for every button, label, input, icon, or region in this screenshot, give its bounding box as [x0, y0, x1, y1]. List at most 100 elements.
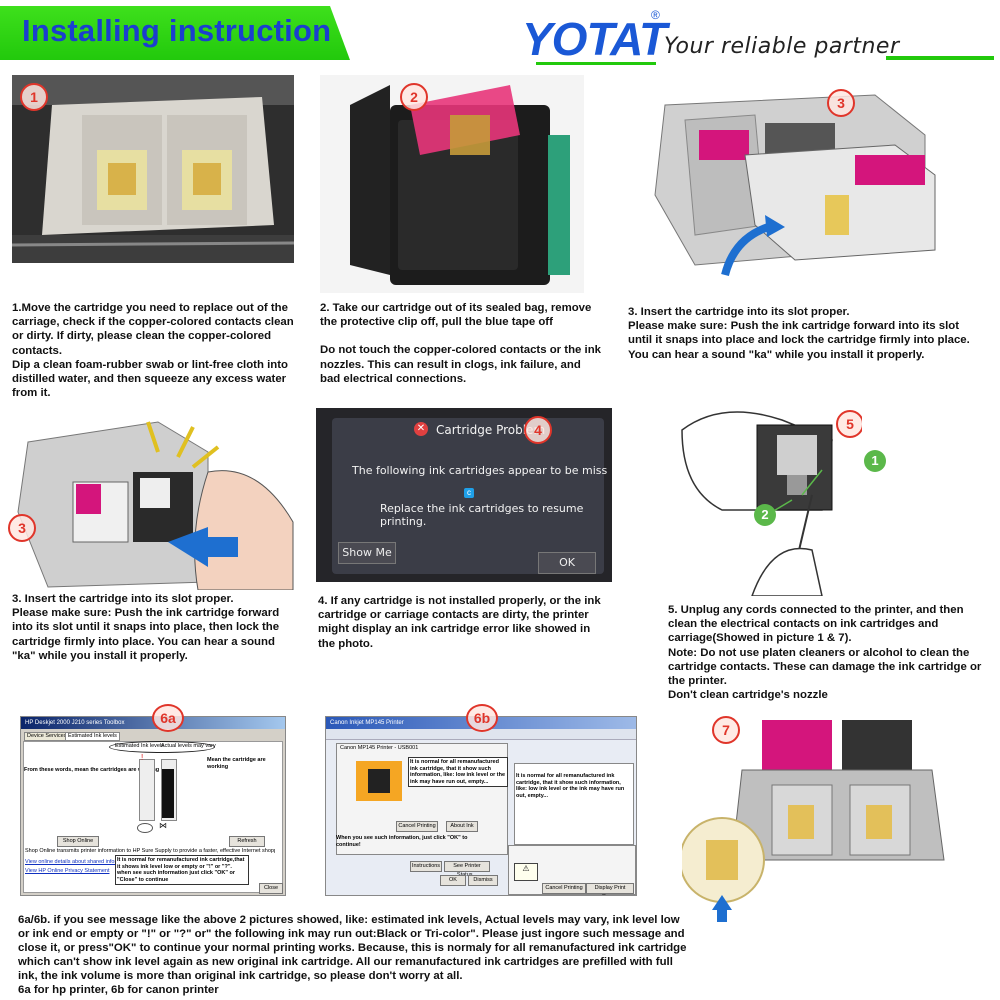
- error-title: Cartridge Problem: [436, 423, 546, 437]
- step-badge: 2: [400, 83, 428, 111]
- dismiss-button[interactable]: Dismiss: [468, 875, 498, 886]
- caption-line: 4. If any cartridge is not installed pro…: [318, 595, 601, 607]
- caption-line: until it snaps into place and lock the c…: [628, 334, 970, 347]
- shared-info-link[interactable]: View online details about shared informa…: [25, 859, 133, 865]
- shop-online-button[interactable]: Shop Online: [57, 836, 99, 847]
- shop-online-text: Shop Online transmits printer informatio…: [25, 848, 275, 854]
- caption-line: 5. Unplug any cords connected to the pri…: [668, 604, 964, 616]
- tab-device-services[interactable]: Device Services: [24, 732, 70, 741]
- logo-underline: [536, 62, 656, 65]
- privacy-link[interactable]: View HP Online Privacy Statement: [25, 868, 110, 874]
- ink-level-tri: [139, 759, 155, 821]
- printer-status-button[interactable]: See Printer Status...: [444, 861, 490, 878]
- note-right: Mean the cartridge are working: [207, 757, 266, 770]
- screenshot-canon-status: Canon Inkjet MP145 Printer Canon MP145 P…: [325, 716, 637, 896]
- title-banner: [0, 6, 350, 60]
- about-ink-button[interactable]: About Ink: [446, 821, 478, 832]
- caption-line: Note: Do not use platen cleaners or alco…: [668, 646, 970, 659]
- caption-line: into its slot until it snaps into place,…: [12, 621, 280, 634]
- toolbar: [326, 729, 636, 740]
- caption-line: nozzles. This can result in clogs, ink f…: [320, 358, 581, 371]
- caption-line: 1.Move the cartridge you need to replace…: [12, 302, 288, 314]
- ok-button[interactable]: OK: [538, 552, 596, 574]
- cartridge-status-icon: ⚠: [514, 863, 538, 881]
- close-button[interactable]: Close: [259, 883, 283, 894]
- caption-step-5: 5. Unplug any cords connected to the pri…: [668, 603, 998, 702]
- caption-step-3b: 3. Insert the cartridge into its slot pr…: [12, 592, 312, 663]
- brand-logo: YOTAT: [522, 12, 682, 65]
- caption-line: or dirty. If dirty, please clean the cop…: [12, 330, 272, 343]
- caption-line: from it.: [12, 387, 51, 400]
- show-me-button[interactable]: Show Me: [338, 542, 396, 564]
- caption-line: the protective clip off, pull the blue t…: [320, 316, 553, 329]
- left-note: When you see such information, just clic…: [336, 835, 468, 848]
- caption-step-6: 6a/6b. if you see message like the above…: [18, 913, 738, 997]
- caption-line: which can't show ink level again as new …: [18, 956, 673, 968]
- printer-cartridge-graphic: [368, 769, 390, 793]
- caption-step-3: 3. Insert the cartridge into its slot pr…: [628, 305, 998, 362]
- error-icon: ✕: [414, 422, 428, 436]
- tri-color-icon: [137, 823, 153, 833]
- caption-line: close it, or press"OK" to continue your …: [18, 942, 687, 954]
- callout-1-outer: 1: [864, 450, 886, 472]
- step-badge-6b: 6b: [466, 704, 498, 732]
- push-illustration: [17, 421, 294, 590]
- ink-level-black: [162, 769, 174, 818]
- step-badge-6a: 6a: [152, 704, 184, 732]
- note-box: It is normal for remanufactured ink cart…: [115, 855, 249, 885]
- error-message: The following ink cartridges appear to b…: [352, 464, 608, 477]
- caption-line: clean the electrical contacts on ink car…: [668, 618, 939, 631]
- step-badge: 5: [836, 410, 862, 438]
- warning-icon: !: [141, 753, 144, 762]
- caption-line: carriage(Showed in picture 1 & 7).: [668, 632, 852, 645]
- caption-line: Dip a clean foam-rubber swab or lint-fre…: [12, 358, 288, 371]
- photo-carriage-contacts: 1: [12, 75, 294, 263]
- photo-cartridge-unpacked: 2: [320, 75, 584, 293]
- popup-cancel-button[interactable]: Cancel Printing: [542, 883, 586, 894]
- step-badge: 3: [827, 89, 855, 117]
- step-badge: 1: [20, 83, 48, 111]
- ink-warning-panel: [514, 763, 634, 845]
- ok-button[interactable]: OK: [440, 875, 466, 886]
- step-badge: 3: [8, 514, 36, 542]
- insert-illustration: [654, 94, 936, 277]
- caption-line: 3. Insert the cartridge into its slot pr…: [12, 593, 234, 605]
- callout-2: 2: [754, 504, 776, 526]
- error-instruction: Replace the ink cartridges to resume pri…: [380, 502, 584, 528]
- caption-line: distilled water, and then squeeze any ex…: [12, 373, 287, 386]
- caption-line: carriage, check if the copper-colored co…: [12, 316, 294, 329]
- highlight-oval: [109, 741, 215, 753]
- illustration-carriage-contacts: 7: [682, 710, 950, 922]
- caption-line: cartridge firmly into place. You can hea…: [12, 635, 275, 648]
- illustration-push-cartridge: 3: [8, 412, 300, 590]
- caption-line: the photo.: [318, 637, 374, 650]
- tab-estimated-ink[interactable]: Estimated Ink levels: [65, 732, 120, 741]
- caption-line: You can hear a sound "ka" while you inst…: [628, 348, 925, 361]
- registered-mark: ®: [651, 8, 660, 22]
- cancel-printing-button[interactable]: Cancel Printing: [396, 821, 438, 832]
- caption-line: 3. Insert the cartridge into its slot pr…: [628, 306, 850, 318]
- caption-line: 6a for hp printer, 6b for canon printer: [18, 984, 219, 996]
- step-badge: 4: [524, 416, 552, 444]
- cartridge-photo: [320, 75, 584, 293]
- tagline: Your reliable partner: [664, 34, 900, 59]
- cyan-cartridge-icon: c: [464, 488, 474, 498]
- illustration-insert-cartridge: 3: [625, 75, 945, 287]
- caption-step-2: 2. Take our cartridge out of its sealed …: [320, 301, 620, 386]
- instructions-button[interactable]: Instructions: [410, 861, 442, 872]
- display-queue-button[interactable]: Display Print Queue: [586, 883, 634, 895]
- caption-line: or ink end or empty or "!" or "?" or" th…: [18, 928, 685, 940]
- caption-line: 6a/6b. if you see message like the above…: [18, 914, 680, 926]
- screenshot-hp-toolbox: HP Deskjet 2000 J210 series Toolbox Devi…: [20, 716, 286, 896]
- caption-line: contacts.: [12, 344, 63, 357]
- caption-line: Please make sure: Push the ink cartridge…: [12, 607, 280, 620]
- caption-step-1: 1.Move the cartridge you need to replace…: [12, 301, 312, 400]
- message-box: It is normal for all remanufactured ink …: [408, 757, 508, 787]
- refresh-button[interactable]: Refresh: [229, 836, 265, 847]
- caption-line: bad electrical connections.: [320, 372, 467, 385]
- caption-line: cartridge or carriage contacts are dirty…: [318, 609, 589, 622]
- ink-warning-text: It is normal for all remanufactured ink …: [516, 773, 625, 799]
- photo-printer-error-screen: ✕ Cartridge Problem The following ink ca…: [316, 408, 612, 582]
- page-title: Installing instruction: [22, 13, 332, 48]
- caption-line: Don't clean cartridge's nozzle: [668, 689, 828, 702]
